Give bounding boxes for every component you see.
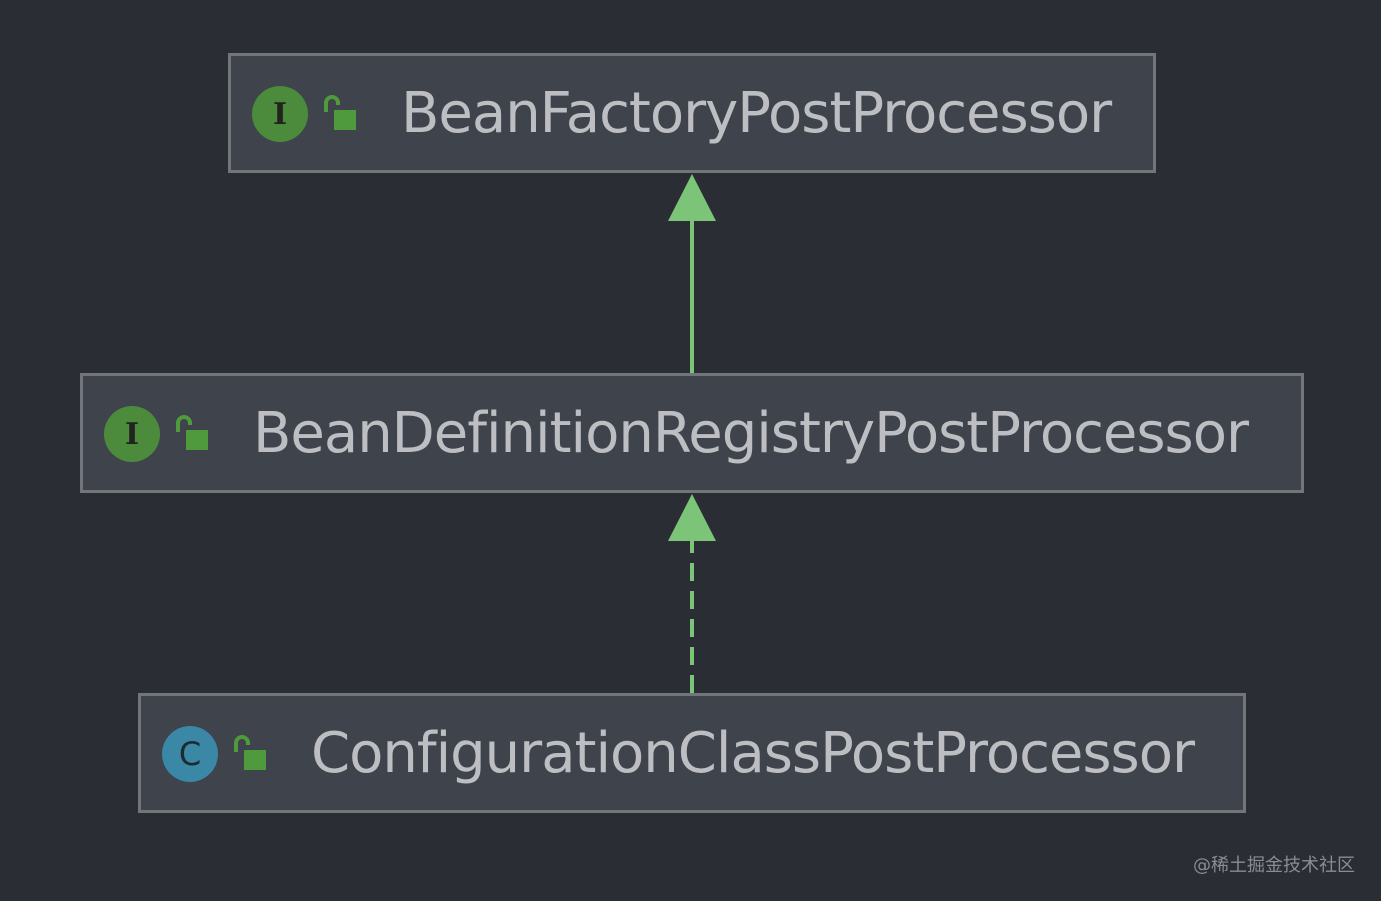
- interface-icon: I: [104, 406, 160, 462]
- node-configuration-class-post-processor[interactable]: C ConfigurationClassPostProcessor: [138, 693, 1246, 813]
- node-bean-factory-post-processor[interactable]: I BeanFactoryPostProcessor: [228, 53, 1156, 173]
- node-name: BeanDefinitionRegistryPostProcessor: [253, 401, 1249, 466]
- node-bean-definition-registry-post-processor[interactable]: I BeanDefinitionRegistryPostProcessor: [80, 373, 1304, 493]
- edge-extends-arrowhead: [668, 174, 716, 221]
- unlocked-public-icon: [176, 415, 208, 450]
- unlocked-public-icon: [234, 735, 266, 770]
- interface-icon: I: [252, 86, 308, 142]
- node-name: BeanFactoryPostProcessor: [401, 81, 1112, 146]
- node-name: ConfigurationClassPostProcessor: [311, 721, 1195, 786]
- class-icon: C: [162, 726, 218, 782]
- watermark: @稀土掘金技术社区: [1193, 855, 1355, 876]
- unlocked-public-icon: [324, 95, 356, 130]
- edge-implements-arrowhead: [668, 494, 716, 541]
